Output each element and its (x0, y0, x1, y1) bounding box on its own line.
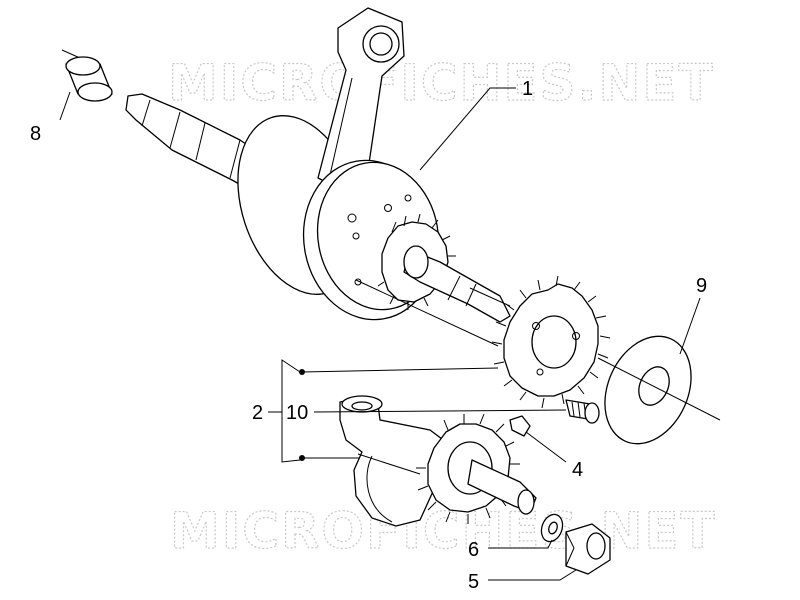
leader-10 (313, 409, 567, 413)
leader-5 (488, 569, 577, 581)
part-10-screw (565, 399, 600, 424)
washer-axis-line (597, 357, 721, 421)
leader-2-bracket (281, 359, 301, 463)
callout-8: 8 (30, 123, 41, 145)
callout-9: 9 (696, 275, 707, 297)
part-4-key (509, 415, 531, 437)
callout-4: 4 (572, 459, 583, 481)
part-1-crankshaft (125, 7, 511, 323)
part-6-small-washer (540, 513, 564, 543)
leader-6 (488, 539, 553, 549)
leader-2-upper (301, 367, 499, 373)
leader-1 (419, 87, 516, 171)
watermark-bottom: MICROFICHES.NET (170, 502, 717, 560)
leader-8 (59, 91, 71, 121)
callout-1: 1 (522, 78, 533, 100)
part-2-balance-shaft (339, 395, 537, 527)
part-2-sprocket (491, 275, 611, 409)
watermark-top: MICROFICHES.NET (168, 54, 715, 112)
leader-9 (679, 297, 701, 355)
callout-6: 6 (468, 539, 479, 561)
part-9-washer (604, 335, 692, 445)
leader-2-lower-dot (299, 455, 305, 461)
assembly-axis-line (355, 279, 499, 347)
callout-10: 10 (286, 402, 308, 424)
leader-4 (525, 431, 567, 463)
leader-2-upper-dot (299, 369, 305, 375)
part-8-bushing (61, 49, 113, 102)
leader-lines (59, 87, 701, 581)
callout-5: 5 (468, 571, 479, 593)
callout-2: 2 (252, 402, 263, 424)
part-5-nut (565, 523, 611, 575)
